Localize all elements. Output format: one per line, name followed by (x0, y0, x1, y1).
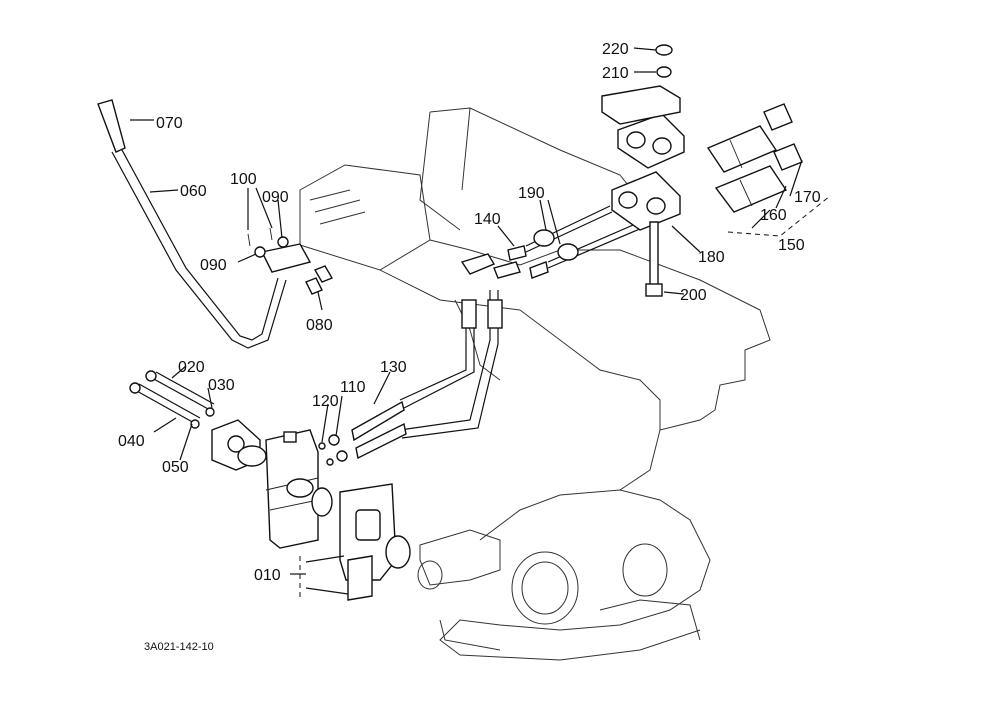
control-valve-assembly (265, 429, 411, 601)
fittings (318, 245, 549, 466)
callout-210: 210 (602, 65, 629, 82)
callout-labels: 220 210 070 060 100 090 090 080 140 190 … (118, 41, 821, 584)
callout-220: 220 (602, 41, 629, 58)
callout-090: 090 (200, 257, 227, 274)
callout-180: 180 (698, 249, 725, 266)
pipes (525, 205, 643, 269)
long-bolts (129, 370, 215, 429)
lever-bracket (247, 227, 334, 295)
callout-140: 140 (474, 211, 501, 228)
callout-040: 040 (118, 433, 145, 450)
callout-120: 120 (312, 393, 339, 410)
callout-130: 130 (380, 359, 407, 376)
callout-070: 070 (156, 115, 183, 132)
callout-170: 170 (794, 189, 821, 206)
coupler-bracket (601, 44, 685, 297)
drawing-code: 3A021-142-10 (144, 641, 214, 653)
leader-lines (130, 47, 831, 600)
quick-couplers (706, 103, 803, 213)
callout-150: 150 (778, 237, 805, 254)
callout-010: 010 (254, 567, 281, 584)
callout-160: 160 (760, 207, 787, 224)
hydraulic-hoses (351, 253, 521, 460)
end-cover (211, 419, 267, 471)
callout-060: 060 (180, 183, 207, 200)
callout-100: 100 (230, 171, 257, 188)
callout-190: 190 (518, 185, 545, 202)
callout-050: 050 (162, 459, 189, 476)
callout-080: 080 (306, 317, 333, 334)
control-lever (97, 99, 287, 349)
callout-020: 020 (178, 359, 205, 376)
callout-200: 200 (680, 287, 707, 304)
callout-090: 090 (262, 189, 289, 206)
callout-110: 110 (340, 379, 366, 396)
callout-030: 030 (208, 377, 235, 394)
